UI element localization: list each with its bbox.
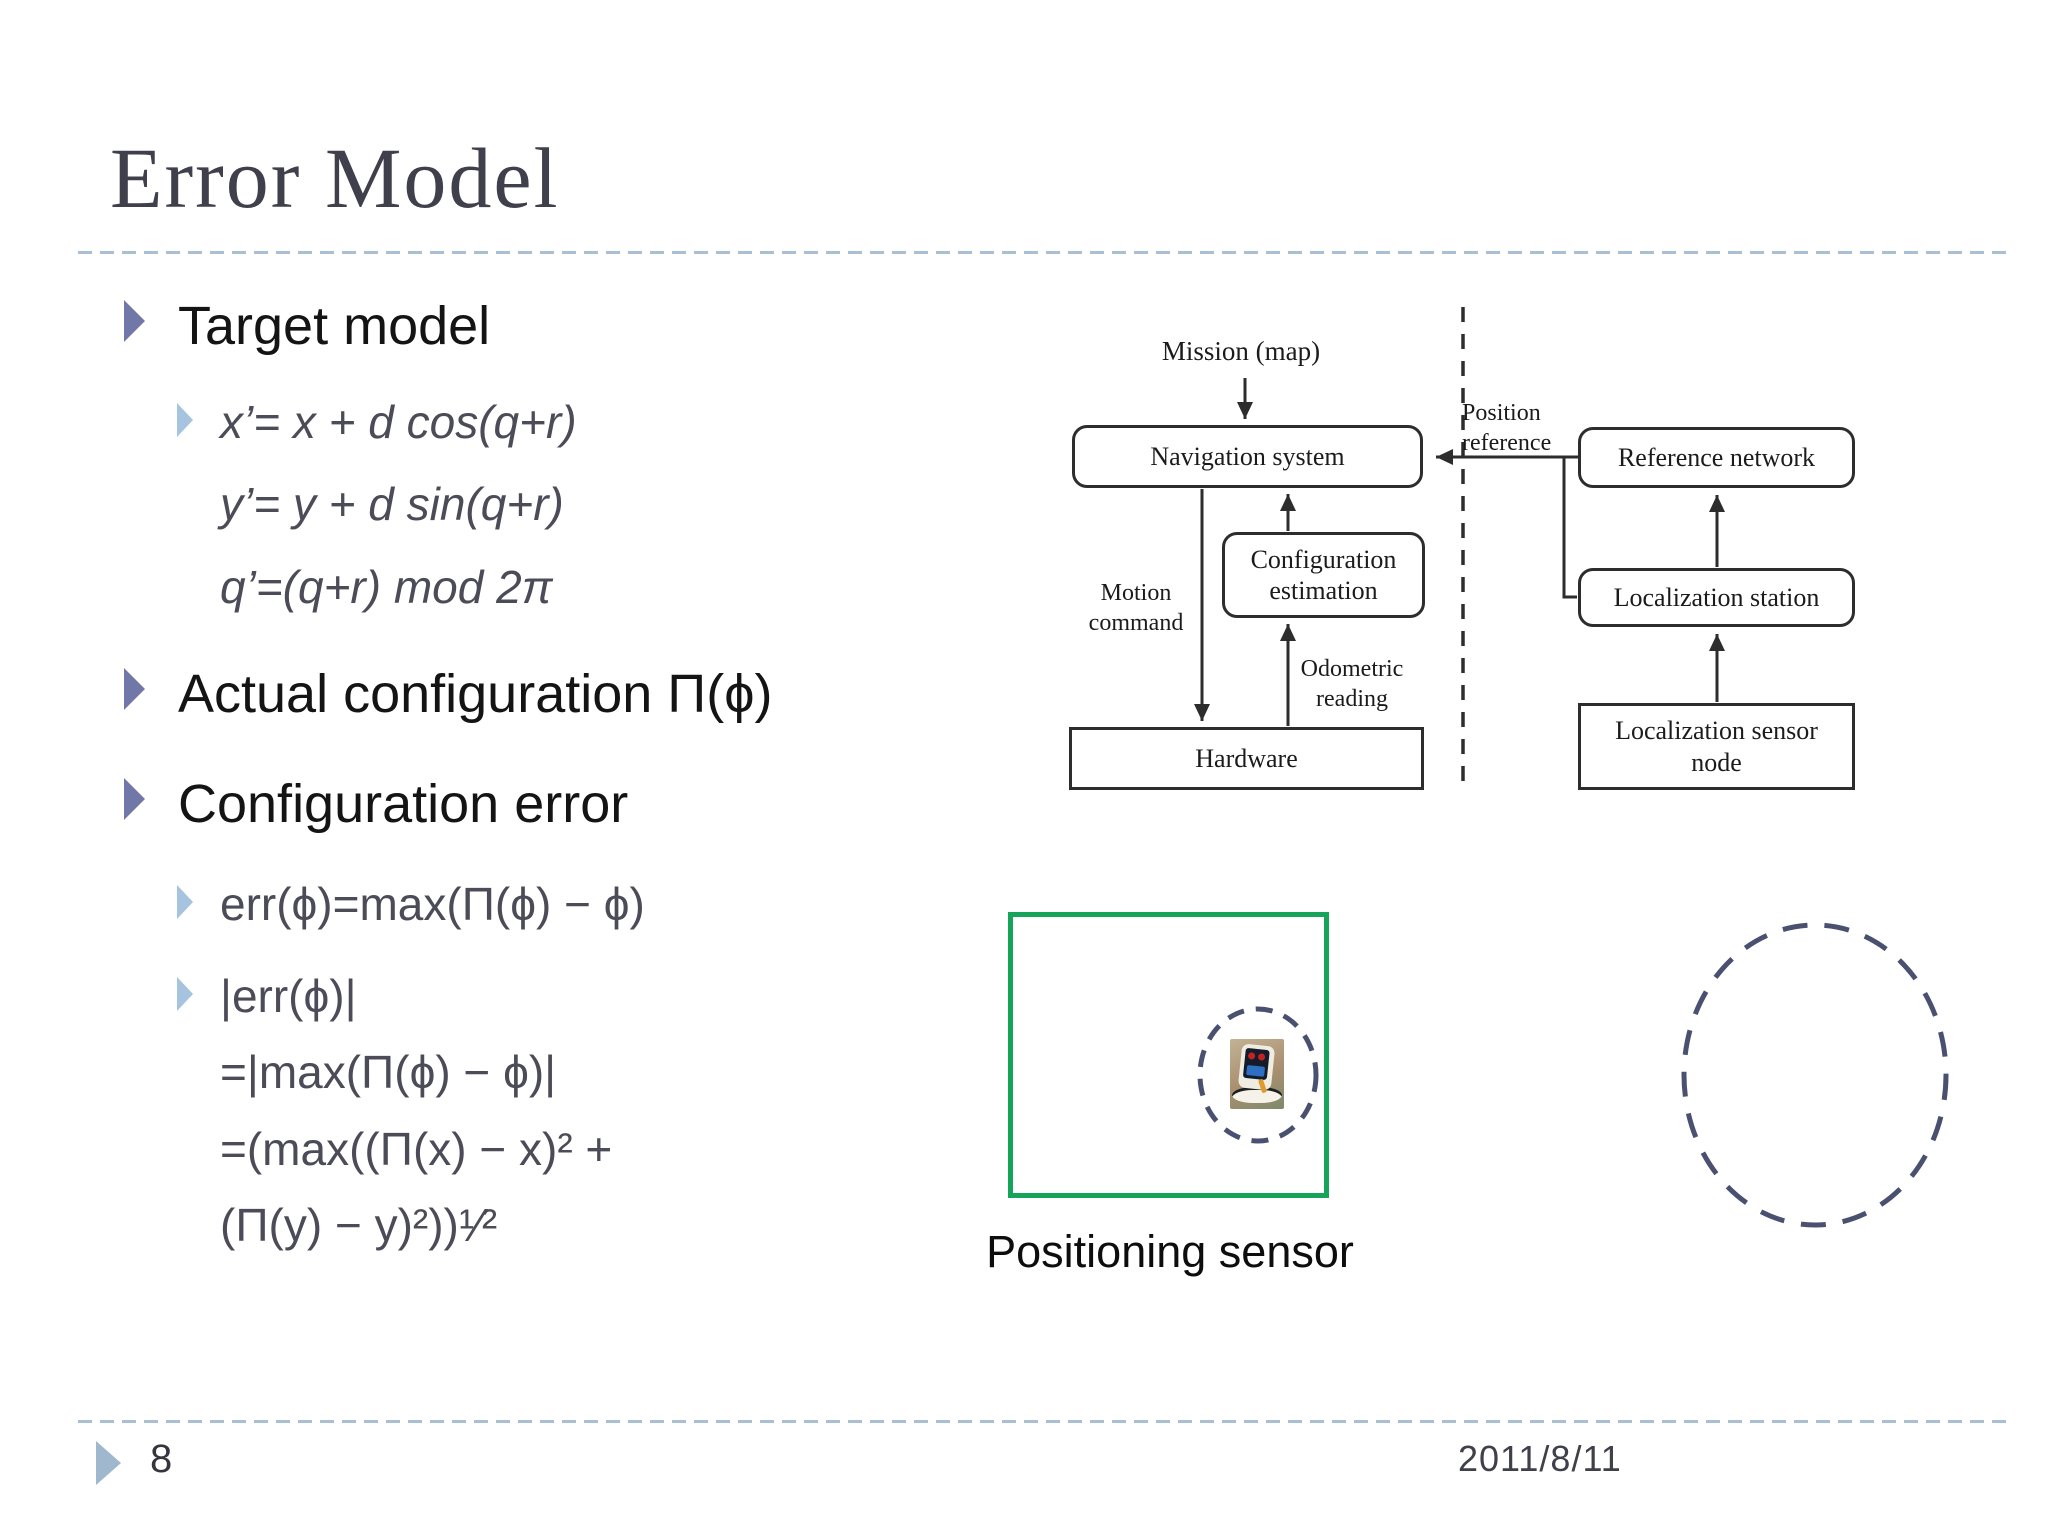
sensor-device <box>1237 1043 1276 1091</box>
navigation-system-label: Navigation system <box>1150 441 1345 471</box>
title-divider <box>78 251 2012 254</box>
positioning-sensor-caption: Positioning sensor <box>986 1226 1354 1277</box>
bullet-text: Target model <box>178 296 491 356</box>
equation-block: x’= x + d cos(q+r) y’= y + d sin(q+r) q’… <box>220 396 577 613</box>
sensor-gauge-dot <box>1247 1052 1256 1060</box>
equation-err-abs-3: =(max((Π(x) − x)² + <box>220 1122 613 1175</box>
localization-station-label: Localization station <box>1613 582 1820 612</box>
equation-err-abs-2: =|max(Π(ϕ) − ϕ)| <box>220 1046 557 1099</box>
diagram-connectors <box>1194 307 1725 790</box>
hardware-box: Hardware <box>1069 727 1424 790</box>
sensor-screen <box>1242 1047 1270 1081</box>
sensor-screen-graphic <box>1246 1065 1266 1077</box>
motion-command-label: Motion command <box>1088 580 1184 636</box>
sensing-region-square <box>1008 912 1329 1198</box>
localization-sensor-node-box: Localization sensor node <box>1578 703 1855 790</box>
positioning-sensor-photo <box>1230 1039 1284 1109</box>
bullet-arrow-icon <box>177 403 193 437</box>
bullet-text: Configuration error <box>178 774 629 834</box>
equation-y: y’= y + d sin(q+r) <box>220 478 564 531</box>
equation-x: x’= x + d cos(q+r) <box>220 396 577 448</box>
sensor-gauge-dot <box>1257 1053 1266 1061</box>
footer-arrow-icon <box>96 1441 121 1485</box>
page-number: 8 <box>150 1437 173 1481</box>
bullet-actual-configuration: Actual configuration Π(ϕ) <box>124 662 773 727</box>
footer-divider <box>78 1420 2012 1423</box>
equation-err-abs-1: |err(ϕ)| <box>220 970 357 1022</box>
localization-sensor-node-label-2: node <box>1691 747 1742 777</box>
configuration-estimation-label-2: estimation <box>1269 576 1378 605</box>
reference-network-label: Reference network <box>1617 442 1816 472</box>
hardware-label: Hardware <box>1195 743 1298 773</box>
bullet-arrow-icon <box>124 778 145 820</box>
equation-block: err(ϕ)=max(Π(ϕ) − ϕ) <box>220 878 645 930</box>
bullet-arrow-icon <box>124 300 145 342</box>
bullet-arrow-icon <box>177 977 193 1011</box>
equation-q: q’=(q+r) mod 2π <box>220 560 553 613</box>
bullet-arrow-icon <box>177 885 193 919</box>
reference-network-box: Reference network <box>1578 427 1855 488</box>
position-reference-label: Position reference <box>1462 400 1552 456</box>
sensor-range-dashed-circle <box>1197 1006 1319 1144</box>
equation-err: err(ϕ)=max(Π(ϕ) − ϕ) <box>220 878 645 930</box>
bullet-text: Actual configuration Π(ϕ) <box>178 664 773 724</box>
configuration-estimation-label-1: Configuration <box>1250 544 1397 574</box>
sensor-base <box>1232 1087 1282 1103</box>
bullet-err-equation: err(ϕ)=max(Π(ϕ) − ϕ) <box>177 878 645 930</box>
equation-block: |err(ϕ)| =|max(Π(ϕ) − ϕ)| =(max((Π(x) − … <box>220 970 612 1252</box>
localization-station-box: Localization station <box>1578 568 1855 627</box>
odometric-reading-label: Odometric reading <box>1300 656 1404 712</box>
mission-map-label: Mission (map) <box>1161 336 1321 366</box>
bullet-configuration-error: Configuration error <box>124 772 628 837</box>
equation-err-abs-4: (Π(y) − y)²))¹⁄² <box>220 1199 498 1252</box>
dashed-ellipse <box>1681 922 1949 1228</box>
bullet-arrow-icon <box>124 668 145 710</box>
navigation-system-box: Navigation system <box>1072 425 1423 488</box>
bullet-target-model: Target model <box>124 294 490 359</box>
bullet-target-equations: x’= x + d cos(q+r) y’= y + d sin(q+r) q’… <box>177 396 577 613</box>
configuration-estimation-box: Configuration estimation <box>1222 532 1425 618</box>
slide-date: 2011/8/11 <box>1458 1438 1622 1479</box>
bullet-err-abs-equations: |err(ϕ)| =|max(Π(ϕ) − ϕ)| =(max((Π(x) − … <box>177 970 612 1252</box>
localization-sensor-node-label-1: Localization sensor <box>1615 716 1818 746</box>
line-branch-localization-station <box>1562 457 1577 599</box>
page-title: Error Model <box>110 130 560 226</box>
system-diagram: Mission (map) Navigation system Configur… <box>1050 280 1910 800</box>
